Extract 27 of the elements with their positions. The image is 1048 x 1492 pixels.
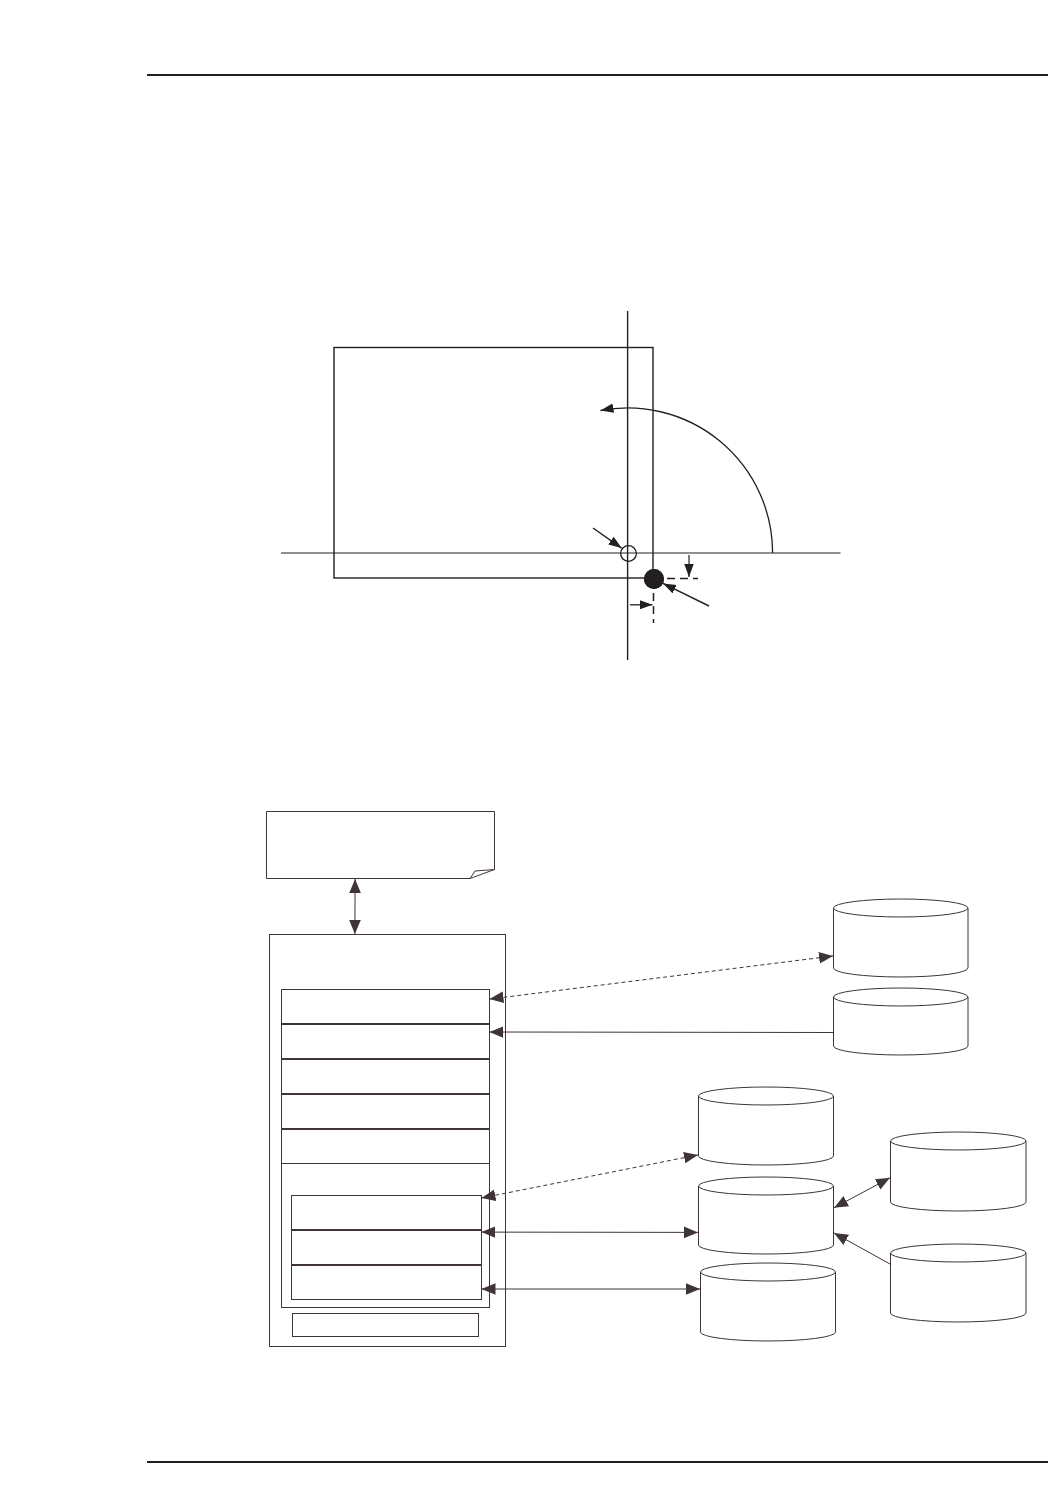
container-box [268, 934, 506, 1347]
database-cylinder [698, 1087, 834, 1165]
stack-row [280, 1024, 490, 1059]
leader-arrow [592, 527, 623, 549]
document-node [266, 811, 495, 879]
database-cylinder [700, 1263, 836, 1341]
leader-arrow [662, 582, 710, 607]
stack-row [280, 1129, 490, 1164]
layer-stack [280, 989, 490, 1308]
bottom-box [292, 1313, 479, 1337]
dashed-double-arrow [489, 951, 834, 1004]
database-cylinder [698, 1177, 834, 1254]
arrow [833, 1232, 891, 1265]
database-cylinder [890, 1132, 1027, 1211]
database-cylinder [890, 1244, 1027, 1322]
database-cylinder [833, 988, 969, 1055]
stack-row [280, 1059, 490, 1094]
filled-dot [644, 569, 664, 589]
double-arrow [481, 1283, 701, 1295]
arrow [489, 1026, 834, 1038]
double-arrow [833, 1177, 891, 1209]
double-arrow [481, 1226, 699, 1239]
stack-row [280, 1094, 490, 1129]
database-cylinder [833, 898, 969, 977]
double-arrow [349, 878, 361, 935]
stack-row [290, 1230, 482, 1265]
dashed-double-arrow [481, 1151, 699, 1201]
